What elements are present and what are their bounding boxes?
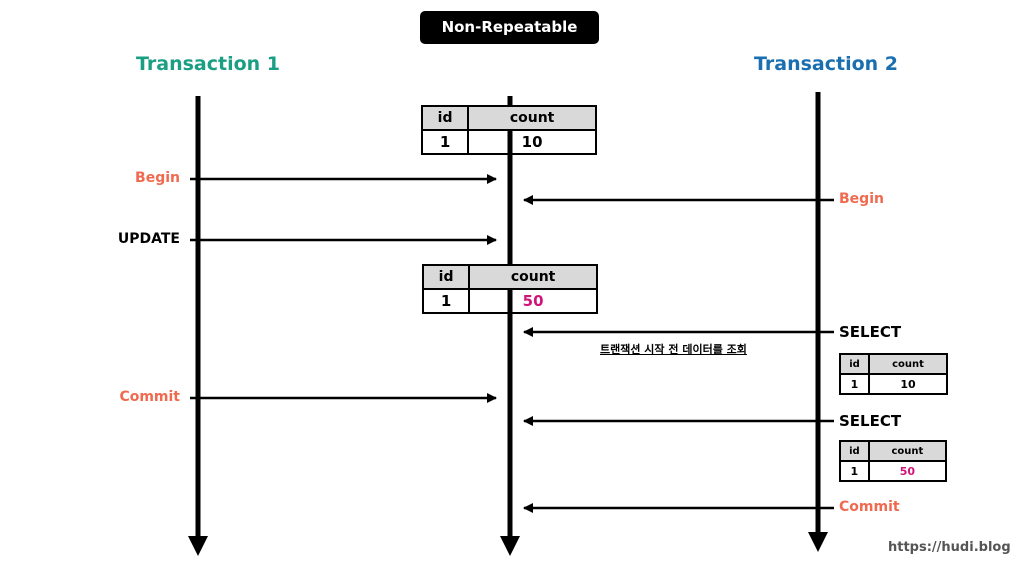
t2-begin-label: Begin — [839, 191, 884, 207]
cell-count: 10 — [467, 129, 597, 155]
db-table-initial: id count 1 10 — [420, 105, 597, 155]
header-count: count — [468, 264, 598, 290]
transaction-1-label: Transaction 1 — [136, 53, 280, 75]
select2-result-table: id count 1 50 — [839, 440, 948, 482]
header-id: id — [421, 264, 471, 290]
header-id: id — [420, 105, 470, 131]
header-id: id — [839, 440, 870, 462]
t1-begin-label: Begin — [135, 170, 180, 186]
lifeline-database-arrowhead — [500, 536, 520, 556]
t2-select2-label: SELECT — [839, 412, 902, 430]
header-count: count — [467, 105, 597, 131]
t2-commit-label: Commit — [839, 499, 900, 515]
header-count: count — [868, 353, 948, 375]
lifeline-transaction-1-arrowhead — [188, 536, 208, 556]
t2-select1-label: SELECT — [839, 323, 902, 341]
db-table-updated: id count 1 50 — [421, 264, 598, 314]
cell-count-updated: 50 — [468, 288, 598, 314]
cell-id: 1 — [420, 129, 470, 155]
footer-url: https://hudi.blog — [888, 540, 1011, 555]
cell-id: 1 — [838, 373, 871, 395]
select1-note: 트랜잭션 시작 전 데이터를 조회 — [600, 343, 747, 356]
cell-count: 10 — [868, 373, 948, 395]
transaction-2-label: Transaction 2 — [754, 53, 898, 75]
cell-id: 1 — [421, 288, 471, 314]
cell-count-updated: 50 — [867, 460, 948, 482]
header-id: id — [838, 353, 871, 375]
diagram-title: Non-Repeatable Read — [420, 11, 599, 69]
t1-update-label: UPDATE — [117, 231, 180, 247]
header-count: count — [867, 440, 948, 462]
select1-result-table: id count 1 10 — [838, 353, 948, 395]
cell-id: 1 — [839, 460, 870, 482]
lifeline-transaction-2-arrowhead — [808, 532, 828, 552]
t1-commit-label: Commit — [119, 389, 180, 405]
